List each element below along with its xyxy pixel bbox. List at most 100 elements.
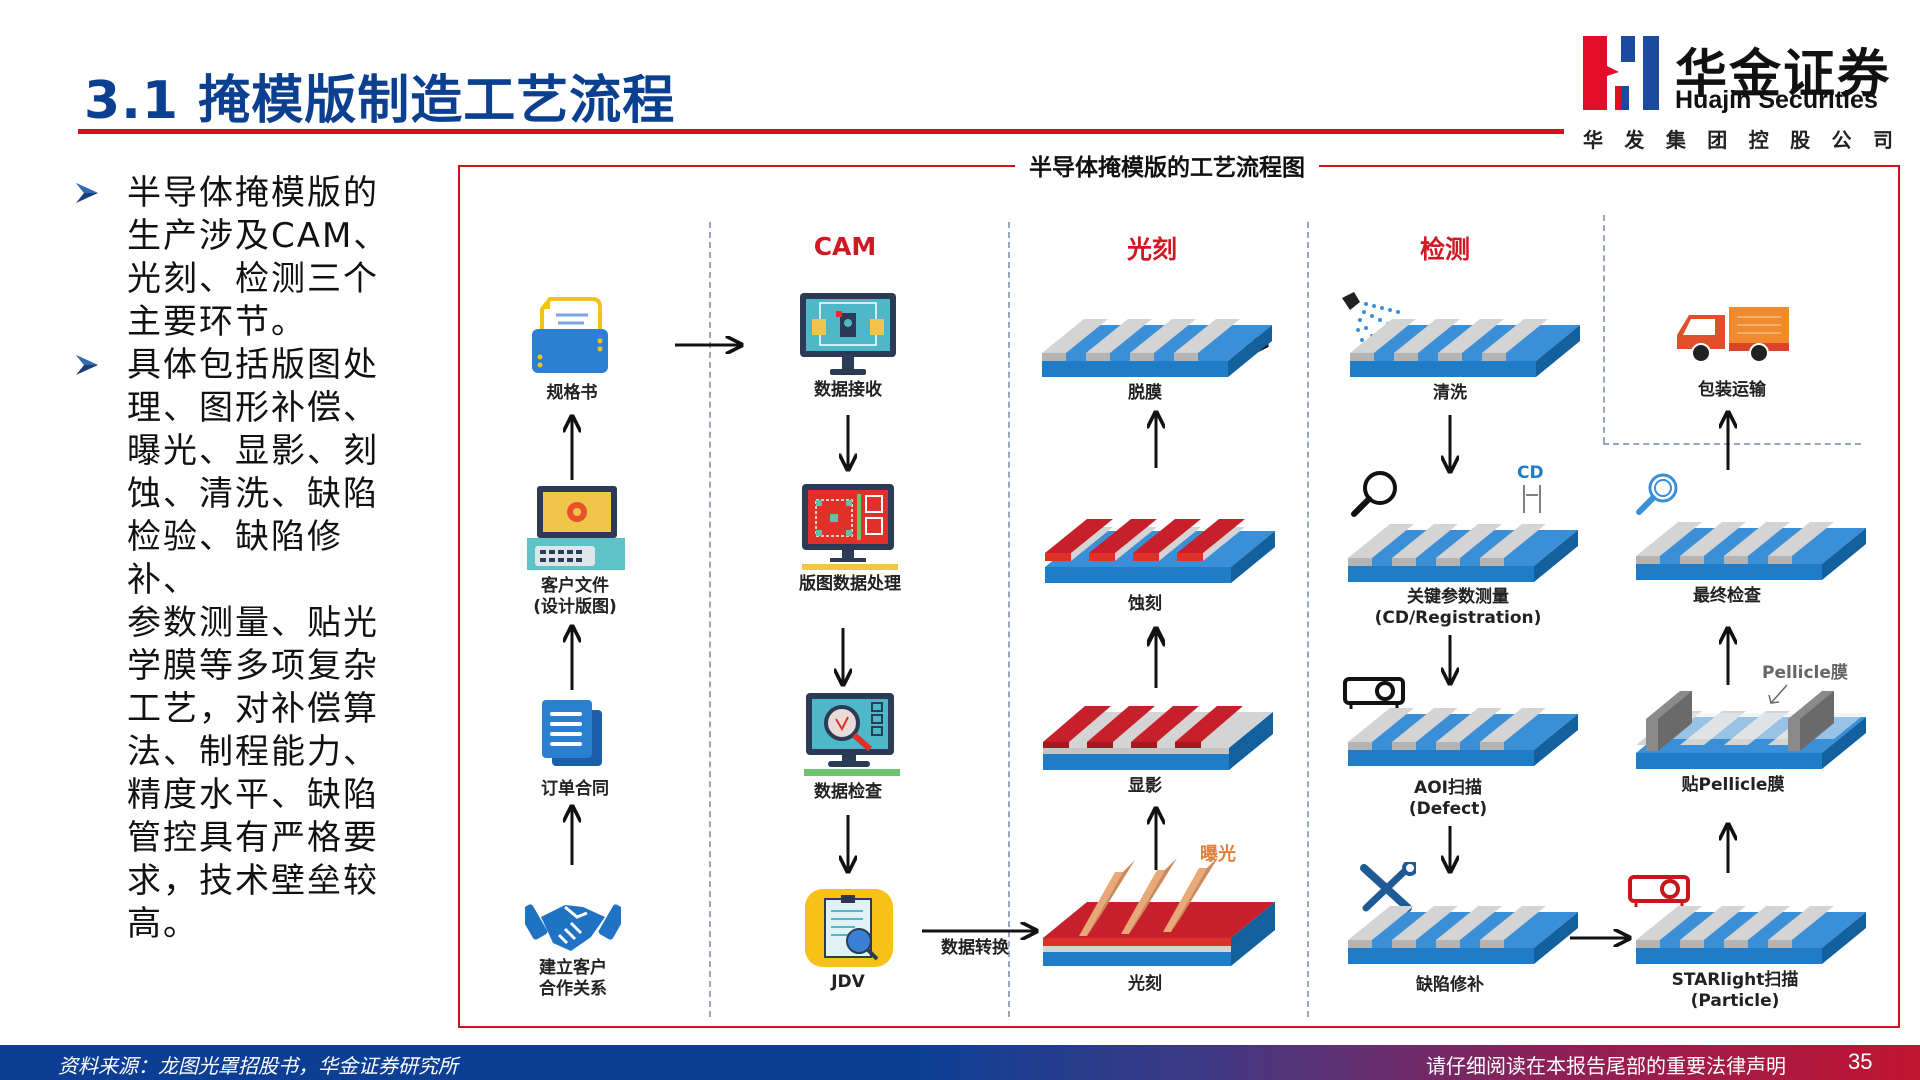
bullet-line: 学膜等多项复杂: [127, 646, 379, 686]
step-label-data-receive: 数据接收: [814, 380, 882, 400]
step-label-partnership: 建立客户 合作关系: [539, 958, 607, 1000]
logo-subtitle-char: 司: [1872, 128, 1893, 152]
wafer-cd-measure-icon: [1348, 524, 1578, 582]
step-label-line: 合作关系: [539, 979, 607, 999]
wafer-aoi-icon: [1348, 708, 1578, 766]
column-heading-inspect: 检测: [1419, 235, 1471, 264]
logo-subtitle-char: 股: [1790, 128, 1811, 152]
step-label-data-convert: 数据转换: [941, 938, 1009, 958]
starlight-scanner-icon: [1628, 875, 1690, 907]
step-label-jdv: JDV: [831, 972, 865, 992]
wafer-lithography-icon: [1043, 858, 1275, 966]
bullet-line: 光刻、检测三个: [127, 259, 379, 299]
pellicle-annotation: Pellicle膜: [1762, 663, 1848, 683]
bullet-line: 主要环节。: [127, 302, 307, 342]
bullet-line: 精度水平、缺陷: [127, 775, 379, 815]
step-label-litho: 光刻: [1128, 974, 1162, 994]
wafer-etch-icon: [1045, 519, 1275, 583]
bullet-line: 求，技术壁垒较: [127, 861, 379, 901]
step-label-order: 订单合同: [541, 779, 609, 799]
repair-tools-icon: [1360, 862, 1416, 912]
spray-nozzle-icon: [1342, 292, 1400, 342]
step-label-line: STARlight扫描: [1671, 970, 1799, 990]
shipping-truck-icon: [1677, 307, 1789, 363]
logo-subtitle-char: 发: [1624, 128, 1645, 152]
bullet-line: 半导体掩模版的: [127, 173, 379, 213]
shipping-zone-divider: [1603, 443, 1861, 445]
column-divider: [1008, 222, 1010, 1017]
magnifier-icon: [1351, 471, 1397, 517]
pellicle-pointer-icon: [1768, 684, 1788, 704]
bullet-list: 半导体掩模版的 生产涉及CAM、 光刻、检测三个 主要环节。 具体包括版图处 理…: [70, 172, 410, 946]
bullet-line: 检验、缺陷修补、: [127, 517, 343, 600]
shipping-zone-divider: [1603, 215, 1605, 443]
data-receive-monitor-icon: [800, 293, 896, 375]
step-label-starlight: STARlight扫描 (Particle): [1672, 970, 1799, 1012]
layout-processing-monitor-icon: [802, 484, 898, 570]
step-label-pellicle: 贴Pellicle膜: [1681, 775, 1785, 795]
step-label-line: (Defect): [1408, 799, 1488, 819]
wafer-develop-icon: [1043, 706, 1273, 770]
order-contract-icon: [542, 700, 602, 766]
handshake-icon: [525, 904, 621, 951]
logo-english-name: Huajin Securities: [1675, 86, 1878, 114]
step-label-develop: 显影: [1128, 776, 1162, 796]
spec-document-icon: [532, 297, 608, 373]
wafer-strip-icon: [1042, 319, 1272, 377]
column-heading-litho: 光刻: [1126, 235, 1178, 264]
cd-annotation: CD: [1517, 463, 1544, 483]
projector-scanner-icon: [1343, 677, 1405, 709]
bullet-line: 高。: [127, 904, 199, 944]
step-label-customer-file: 客户文件 (设计版图): [533, 576, 617, 618]
step-label-line: 客户文件: [540, 576, 609, 596]
huajin-logo-mark-icon: [1583, 36, 1659, 110]
footer-source: 资料来源：龙图光罩招股书，华金证券研究所: [58, 1054, 458, 1078]
final-check-magnifier-icon: [1636, 473, 1678, 515]
title-divider: [78, 129, 1564, 134]
bullet-line: 理、图形补偿、: [127, 388, 379, 428]
company-logo: 华金证券 Huajin Securities 华 发 集 团 控 股 公 司: [1583, 36, 1893, 156]
logo-chinese-name: 华金证券: [1675, 45, 1892, 105]
bullet-item: 半导体掩模版的 生产涉及CAM、 光刻、检测三个 主要环节。: [70, 172, 410, 344]
step-label-etch: 蚀刻: [1128, 594, 1162, 614]
customer-file-computer-icon: [527, 486, 625, 570]
step-label-final: 最终检查: [1693, 586, 1761, 606]
page-number: 35: [1848, 1049, 1873, 1074]
logo-subtitle-char: 集: [1665, 128, 1686, 152]
wafer-repair-icon: [1348, 906, 1578, 964]
logo-subtitle: 华 发 集 团 控 股 公 司: [1583, 124, 1893, 153]
step-label-cd-measure: 关键参数测量 (CD/Registration): [1375, 587, 1542, 629]
logo-subtitle-char: 团: [1707, 128, 1728, 152]
bullet-arrow-icon: [76, 183, 98, 203]
step-label-line: (设计版图): [533, 597, 617, 617]
wafer-starlight-icon: [1636, 906, 1866, 964]
bullet-line: 具体包括版图处: [127, 345, 379, 385]
step-label-line: 关键参数测量: [1406, 587, 1509, 607]
step-label-layout-process: 版图数据处理: [799, 574, 901, 594]
jdv-clipboard-icon: [805, 889, 893, 967]
wafer-final-check-icon: [1636, 522, 1866, 580]
step-label-spec: 规格书: [546, 383, 598, 403]
step-label-line: (CD/Registration): [1374, 608, 1542, 628]
wafer-pellicle-icon: [1636, 691, 1866, 769]
column-divider: [1307, 222, 1309, 1017]
bullet-line: 参数测量、贴光: [127, 603, 379, 643]
step-label-repair: 缺陷修补: [1416, 975, 1484, 995]
logo-subtitle-char: 公: [1831, 128, 1852, 152]
page-title: 3.1 掩模版制造工艺流程: [84, 71, 676, 131]
bullet-line: 法、制程能力、: [127, 732, 379, 772]
bullet-line: 生产涉及CAM、: [127, 216, 390, 256]
exposure-annotation: 曝光: [1200, 844, 1236, 865]
step-label-line: AOI扫描: [1414, 778, 1482, 798]
cd-dimension-marker-icon: [1523, 485, 1541, 513]
step-label-aoi: AOI扫描 (Defect): [1409, 778, 1487, 820]
logo-subtitle-char: 华: [1583, 128, 1603, 152]
wafer-clean-icon: [1350, 319, 1580, 377]
bullet-line: 管控具有严格要: [127, 818, 379, 858]
bullet-line: 蚀、清洗、缺陷: [127, 474, 379, 514]
column-heading-cam: CAM: [813, 232, 877, 261]
bullet-arrow-icon: [76, 355, 98, 375]
bullet-line: 工艺，对补偿算: [127, 689, 379, 729]
step-label-ship: 包装运输: [1698, 380, 1766, 400]
